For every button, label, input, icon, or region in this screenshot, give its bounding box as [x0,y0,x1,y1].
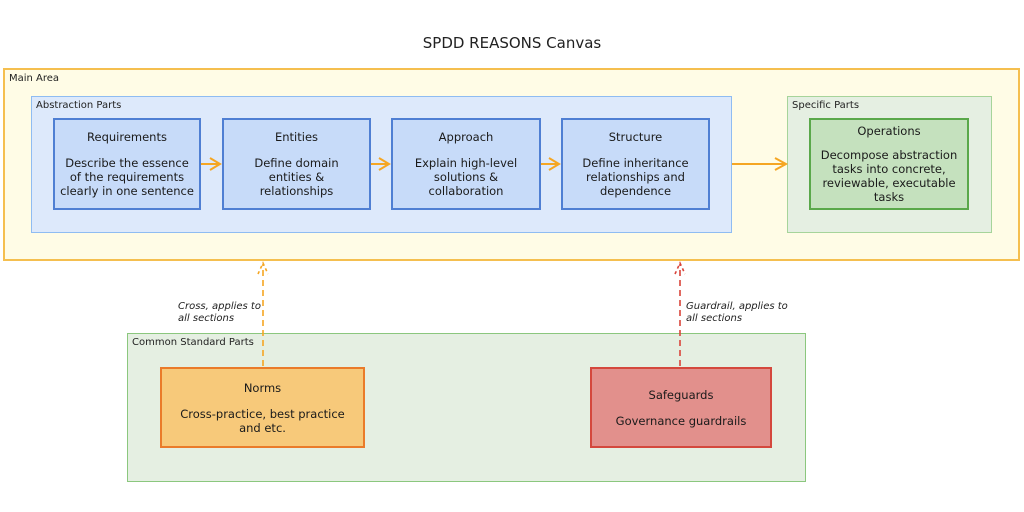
diagram-title: SPDD REASONS Canvas [422,34,602,52]
main-area-label: Main Area [9,73,60,84]
specific-parts-label: Specific Parts [792,100,860,111]
norms-node[interactable]: Norms Cross-practice, best practice and … [160,367,365,448]
entities-title: Entities [274,130,319,144]
operations-title: Operations [857,124,921,138]
operations-node[interactable]: Operations Decompose abstraction tasks i… [809,118,969,210]
norms-title: Norms [243,380,282,395]
abstraction-parts-label: Abstraction Parts [36,100,122,111]
approach-description: Explain high-level solutions & collabora… [414,156,518,198]
edge-requirements-entities [201,157,222,171]
norms-description: Cross-practice, best practice and etc. [180,406,345,435]
edge-abstraction-specific [732,157,789,171]
norms-edge-label: Cross, applies to all sections [178,301,261,324]
approach-title: Approach [438,130,494,144]
safeguards-title: Safeguards [648,387,714,402]
entities-description: Define domain entities & relationships [254,156,339,198]
approach-node[interactable]: Approach Explain high-level solutions & … [391,118,541,210]
requirements-title: Requirements [87,130,167,144]
safeguards-node[interactable]: Safeguards Governance guardrails [590,367,772,448]
edge-norms-main-area [257,261,269,366]
operations-description: Decompose abstraction tasks into concret… [820,148,958,204]
edge-approach-structure [541,157,561,171]
edge-safeguards-main-area [674,261,686,366]
common-standard-parts-label: Common Standard Parts [132,337,254,348]
requirements-node[interactable]: Requirements Describe the essence of the… [53,118,201,210]
safeguards-edge-label: Guardrail, applies to all sections [686,301,788,324]
structure-node[interactable]: Structure Define inheritance relationshi… [561,118,710,210]
edge-entities-approach [371,157,391,171]
safeguards-description: Governance guardrails [615,413,747,428]
requirements-description: Describe the essence of the requirements… [60,156,194,198]
structure-title: Structure [608,130,663,144]
structure-description: Define inheritance relationships and dep… [582,156,689,198]
entities-node[interactable]: Entities Define domain entities & relati… [222,118,371,210]
